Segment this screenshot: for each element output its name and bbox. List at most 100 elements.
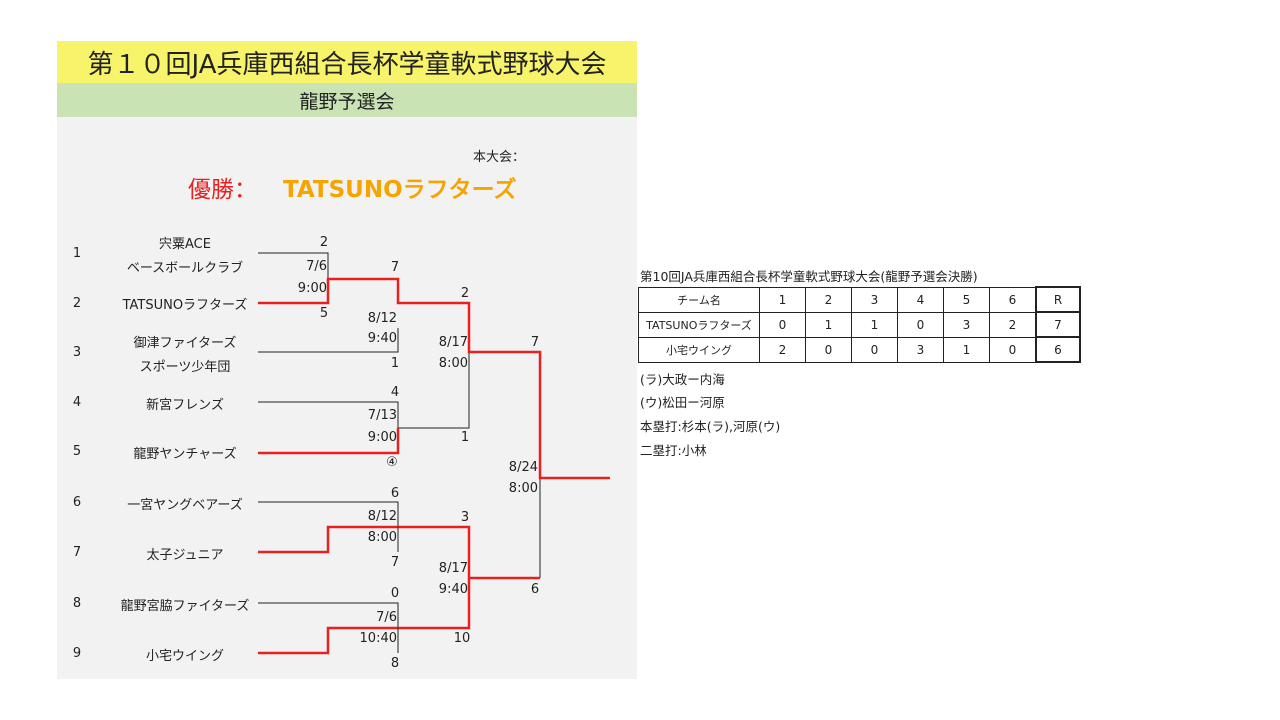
note-battery-ra: (ラ)大政ー内海 bbox=[640, 372, 725, 387]
team-name: 龍野宮脇ファイターズ bbox=[120, 599, 250, 614]
game-time: 9:40 bbox=[367, 331, 397, 346]
game-date: 7/6 bbox=[376, 610, 397, 625]
line-slot4 bbox=[258, 401, 399, 428]
seed-number: 9 bbox=[72, 646, 82, 661]
game-score: ④ bbox=[386, 455, 398, 470]
table-row: 小宅ウイング 2 0 0 3 1 0 6 bbox=[638, 336, 1081, 363]
table-header: 4 bbox=[897, 286, 944, 313]
table-cell: 2 bbox=[989, 311, 1037, 338]
note-home-runs: 本塁打:杉本(ラ),河原(ウ) bbox=[640, 419, 781, 434]
table-cell: 3 bbox=[897, 336, 944, 363]
table-cell: 0 bbox=[897, 311, 944, 338]
game-score: 5 bbox=[319, 306, 329, 321]
game-time: 8:00 bbox=[438, 356, 468, 371]
table-header: 1 bbox=[759, 286, 806, 313]
game-date: 7/13 bbox=[367, 408, 397, 423]
game-score: 10 bbox=[453, 631, 471, 646]
table-header: 3 bbox=[851, 286, 898, 313]
final-scoreboard: チーム名 1 2 3 4 5 6 R TATSUNOラフターズ 0 1 1 0 … bbox=[638, 286, 1081, 363]
line-slot8 bbox=[258, 602, 399, 628]
game-score: 6 bbox=[530, 582, 540, 597]
table-cell: 2 bbox=[759, 336, 806, 363]
table-row: TATSUNOラフターズ 0 1 1 0 3 2 7 bbox=[638, 311, 1081, 338]
team-name: ベースボールクラブ bbox=[126, 261, 244, 276]
table-cell: 6 bbox=[1035, 336, 1081, 363]
game-time: 10:40 bbox=[359, 631, 397, 646]
note-doubles: 二塁打:小林 bbox=[640, 443, 707, 458]
game-time: 8:00 bbox=[508, 481, 538, 496]
tournament-subtitle-text: 龍野予選会 bbox=[299, 90, 395, 113]
tournament-title: 第１０回JA兵庫西組合長杯学童軟式野球大会 bbox=[57, 41, 637, 83]
seed-number: 4 bbox=[72, 395, 82, 410]
game-date: 8/17 bbox=[438, 561, 468, 576]
line-slot6 bbox=[258, 501, 399, 527]
table-header: 2 bbox=[805, 286, 852, 313]
game-time: 9:00 bbox=[367, 430, 397, 445]
team-name: 一宮ヤングベアーズ bbox=[127, 498, 243, 513]
team-name: 小宅ウイング bbox=[145, 649, 225, 664]
note-battery-u: (ウ)松田ー河原 bbox=[640, 395, 725, 410]
seed-number: 8 bbox=[72, 596, 82, 611]
tournament-title-text: 第１０回JA兵庫西組合長杯学童軟式野球大会 bbox=[87, 49, 607, 80]
table-cell: 小宅ウイング bbox=[638, 336, 760, 363]
tournament-subtitle: 龍野予選会 bbox=[57, 83, 637, 117]
table-header-row: チーム名 1 2 3 4 5 6 R bbox=[638, 286, 1081, 313]
table-header: チーム名 bbox=[638, 286, 760, 313]
win-slot2 bbox=[258, 277, 610, 480]
team-name: 龍野ヤンチャーズ bbox=[133, 447, 237, 462]
game-score: 6 bbox=[390, 486, 400, 501]
game-date: 8/17 bbox=[438, 335, 468, 350]
seed-number: 5 bbox=[72, 444, 82, 459]
line-slot1 bbox=[258, 252, 329, 279]
table-cell: 1 bbox=[943, 336, 990, 363]
team-name: TATSUNOラフターズ bbox=[122, 298, 248, 313]
table-cell: 3 bbox=[943, 311, 990, 338]
game-time: 9:00 bbox=[297, 281, 327, 296]
game-score: 3 bbox=[460, 510, 470, 525]
game-score: 7 bbox=[390, 260, 400, 275]
seed-number: 3 bbox=[72, 345, 82, 360]
team-name: 太子ジュニア bbox=[146, 548, 224, 563]
win-slot7 bbox=[258, 525, 540, 580]
line-slot3 bbox=[258, 328, 399, 353]
game-score: 7 bbox=[530, 335, 540, 350]
seed-number: 1 bbox=[72, 246, 82, 261]
team-name: 御津ファイターズ bbox=[133, 336, 237, 351]
game-score: 7 bbox=[390, 555, 400, 570]
table-cell: 0 bbox=[851, 336, 898, 363]
game-score: 8 bbox=[390, 656, 400, 671]
team-name: スポーツ少年団 bbox=[139, 360, 231, 375]
line-c-up bbox=[398, 352, 470, 429]
table-cell: 1 bbox=[851, 311, 898, 338]
final-table-title: 第10回JA兵庫西組合長杯学童軟式野球大会(龍野予選会決勝) bbox=[640, 269, 978, 284]
win-slot9 bbox=[258, 578, 471, 655]
table-cell: 1 bbox=[805, 311, 852, 338]
table-header: 5 bbox=[943, 286, 990, 313]
game-date: 7/6 bbox=[306, 259, 327, 274]
game-score: 2 bbox=[460, 286, 470, 301]
table-header: R bbox=[1035, 286, 1081, 313]
game-date: 8/12 bbox=[367, 509, 397, 524]
main-tournament-label: 本大会： bbox=[473, 150, 526, 165]
game-date: 8/24 bbox=[508, 460, 538, 475]
game-time: 9:40 bbox=[438, 582, 468, 597]
table-cell: 0 bbox=[759, 311, 806, 338]
table-cell: 7 bbox=[1035, 311, 1081, 338]
team-name: 宍粟ACE bbox=[159, 237, 211, 252]
game-score: 0 bbox=[390, 586, 400, 601]
table-cell: 0 bbox=[989, 336, 1037, 363]
win-slot5 bbox=[258, 428, 400, 455]
winner-team: TATSUNOラフターズ bbox=[283, 177, 517, 203]
seed-number: 6 bbox=[72, 495, 82, 510]
seed-number: 2 bbox=[72, 296, 82, 311]
seed-number: 7 bbox=[72, 545, 82, 560]
winner-label: 優勝： bbox=[188, 177, 257, 203]
table-header: 6 bbox=[989, 286, 1037, 313]
table-cell: TATSUNOラフターズ bbox=[638, 311, 760, 338]
winner-announcement: 優勝： TATSUNOラフターズ bbox=[188, 170, 517, 204]
game-time: 8:00 bbox=[367, 530, 397, 545]
game-score: 2 bbox=[319, 235, 329, 250]
game-date: 8/12 bbox=[367, 311, 397, 326]
team-name: 新宮フレンズ bbox=[146, 398, 224, 413]
